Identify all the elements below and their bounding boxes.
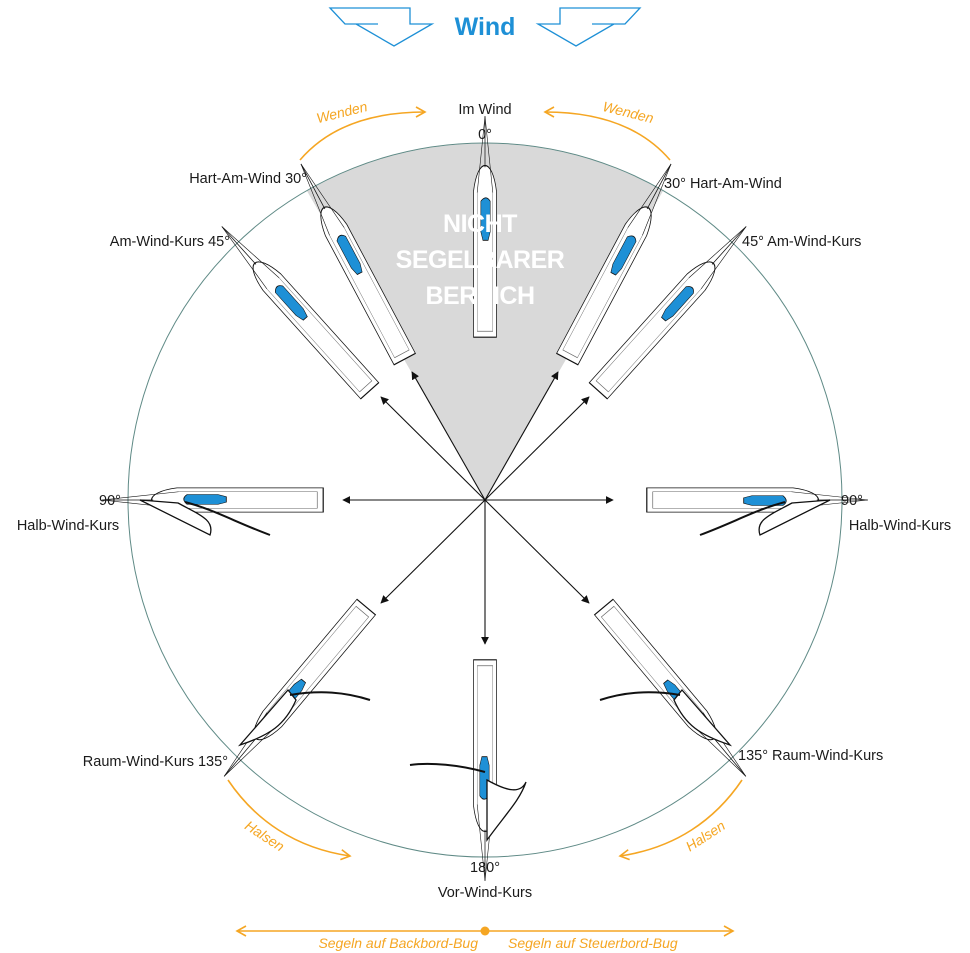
course-180-name: Vor-Wind-Kurs [438, 885, 532, 901]
jibe-left-arrow [227, 779, 352, 861]
boat-90-left [101, 487, 324, 536]
no-go-line-3: BEREICH [425, 282, 534, 310]
boat-180 [409, 659, 527, 882]
course-30-right-label: 30° Hart-Am-Wind [664, 176, 782, 192]
tack-center-dot [480, 926, 490, 936]
no-go-line-1: NICHT [443, 210, 517, 238]
arrow-135-right [484, 499, 590, 604]
course-45-left-label: Am-Wind-Kurs 45° [110, 234, 230, 250]
arrow-45-right [484, 396, 590, 501]
course-90-right-name: Halb-Wind-Kurs [849, 518, 951, 534]
course-0-angle: 0° [478, 127, 492, 143]
course-135-left-label: Raum-Wind-Kurs 135° [83, 754, 228, 770]
course-135-right-label: 135° Raum-Wind-Kurs [738, 748, 883, 764]
wind-arrow-left-icon [328, 7, 435, 47]
wind-arrow-right-icon [535, 7, 642, 47]
no-go-zone-label: NICHT SEGELBARER BEREICH [396, 210, 566, 310]
jibe-right-label: Halsen [683, 817, 728, 854]
tack-left-label: Wenden [315, 98, 369, 126]
course-0-name: Im Wind [458, 102, 511, 118]
course-90-right-angle: 90° [841, 493, 863, 509]
course-direction-arrows [342, 371, 614, 645]
course-90-left-angle: 90° [99, 493, 121, 509]
course-90-left-name: Halb-Wind-Kurs [17, 518, 119, 534]
tack-right-arrow [543, 106, 671, 161]
no-go-line-2: SEGELBARER [396, 246, 565, 274]
jibe-right-arrow [618, 779, 743, 861]
tack-left-arrow [299, 106, 427, 161]
boat-135-right [594, 598, 756, 785]
course-180-angle: 180° [470, 860, 500, 876]
arrow-135-left [380, 499, 486, 604]
tack-right-label: Wenden [601, 98, 655, 126]
arrow-30-left [411, 371, 486, 501]
wind-indicator: Wind [328, 7, 642, 47]
port-tack-label: Segeln auf Backbord-Bug [318, 935, 478, 951]
boat-90-right [646, 487, 869, 536]
wind-title: Wind [455, 13, 516, 41]
boat-135-left [214, 598, 376, 785]
starboard-tack-label: Segeln auf Steuerbord-Bug [508, 935, 678, 951]
course-45-right-label: 45° Am-Wind-Kurs [742, 234, 861, 250]
maneuver-arrows [227, 106, 743, 937]
jibe-left-label: Halsen [242, 817, 287, 854]
arrow-30-right [484, 371, 559, 501]
arrow-45-left [380, 396, 486, 501]
course-30-left-label: Hart-Am-Wind 30° [189, 171, 307, 187]
